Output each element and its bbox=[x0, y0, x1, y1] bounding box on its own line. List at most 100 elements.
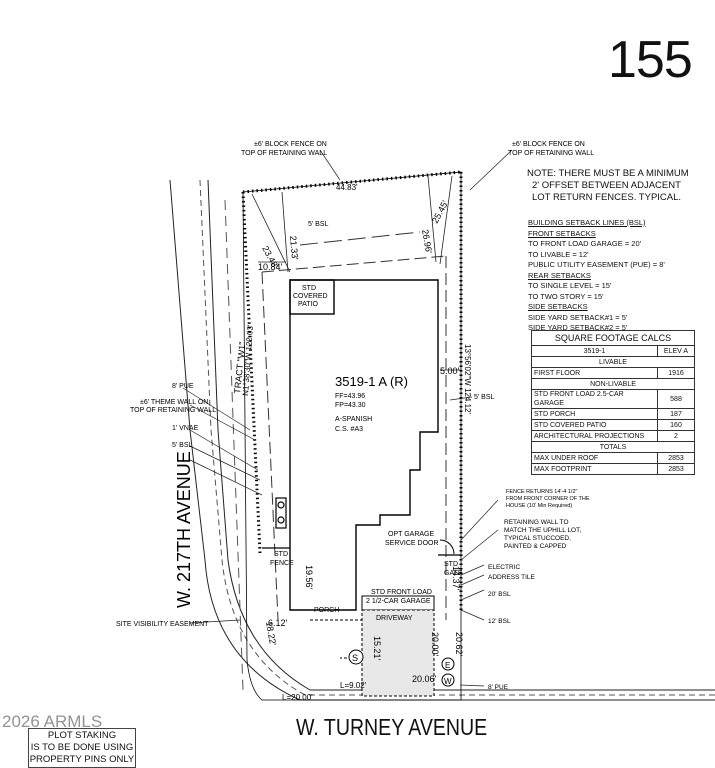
side-street-name: W. 217TH AVENUE bbox=[174, 451, 194, 608]
leader-lines bbox=[182, 149, 513, 687]
sqft-garage: STD FRONT LOAD 2.5-CAR GARAGE bbox=[531, 389, 658, 409]
dim-1521: 15.21' bbox=[372, 636, 382, 661]
block-fence-right-line2: TOP OF RETAINING WALL bbox=[508, 150, 594, 157]
vnae-label: 1' VNAE bbox=[172, 425, 199, 432]
patio-label-2: COVERED bbox=[293, 293, 328, 300]
house-ff: FF=43.96 bbox=[335, 393, 365, 400]
sqft-title: SQUARE FOOTAGE CALCS bbox=[531, 330, 695, 346]
house-plan-label: 3519-1 A (R) bbox=[335, 374, 408, 389]
std-fence-1: STD bbox=[274, 551, 288, 558]
std-gate-2: GATE bbox=[444, 570, 463, 577]
dim-2000: 20.00' bbox=[430, 632, 440, 657]
setback-rear-head: REAR SETBACKS bbox=[528, 270, 591, 280]
pue-8-bottom: 8' PUE bbox=[488, 684, 509, 691]
fence-returns-1: FENCE RETURNS 14'-4 1/2" bbox=[506, 489, 578, 495]
dim-2133: 21.33' bbox=[288, 235, 300, 260]
sqft-non-livable: NON-LIVABLE bbox=[531, 378, 695, 390]
sqft-patio-val: 160 bbox=[657, 419, 695, 431]
setback-title: BUILDING SETBACK LINES (BSL) bbox=[528, 218, 646, 227]
setback-rear-two: TO TWO STORY = 15' bbox=[528, 291, 604, 301]
sqft-garage-val: 588 bbox=[657, 389, 695, 409]
sqft-arch: ARCHITECTURAL PROJECTIONS bbox=[531, 430, 658, 442]
service-door-arc bbox=[439, 539, 455, 555]
sqft-elev: ELEV A bbox=[657, 345, 695, 357]
sqft-roof-val: 2853 bbox=[657, 452, 695, 464]
retaining-3: TYPICAL STUCCOED, bbox=[504, 535, 571, 542]
staking-stamp: PLOT STAKING IS TO BE DONE USING PROPERT… bbox=[28, 728, 136, 768]
service-door-2: SERVICE DOOR bbox=[385, 540, 439, 547]
sqft-porch: STD PORCH bbox=[531, 408, 658, 420]
fence-offset-note: NOTE: THERE MUST BE A MINIMUM 2' OFFSET … bbox=[527, 168, 689, 204]
retaining-1: RETAINING WALL TO bbox=[504, 519, 569, 526]
dim-2062: 20.62' bbox=[454, 632, 464, 657]
dim-1437: 14.37' bbox=[451, 566, 461, 591]
bsl-5-right: 5' BSL bbox=[474, 394, 495, 401]
bsl-20: 20' BSL bbox=[488, 591, 511, 598]
stamp-line-1: PLOT STAKING bbox=[47, 730, 117, 741]
setback-side-2: SIDE YARD SETBACK#2 = 5' bbox=[528, 323, 628, 332]
sqft-totals: TOTALS bbox=[531, 441, 695, 453]
bsl-5-left: 5' BSL bbox=[172, 442, 193, 449]
sqft-first-floor-val: 1916 bbox=[657, 367, 695, 379]
patio-label-1: STD bbox=[302, 285, 316, 292]
setback-side-head: SIDE SETBACKS bbox=[528, 302, 588, 311]
dim-2006: 20.06' bbox=[412, 674, 437, 684]
sqft-first-floor: FIRST FLOOR bbox=[531, 367, 658, 379]
block-fence-top-line1: ±6' BLOCK FENCE ON bbox=[254, 141, 327, 148]
setback-pue: PUBLIC UTILITY EASEMENT (PUE) = 8' bbox=[528, 260, 665, 269]
pue-8-label: 8' PUE bbox=[172, 383, 194, 390]
stamp-line-2: IS TO BE DONE USING bbox=[30, 742, 134, 753]
fence-returns-2: FROM FRONT CORNER OF THE bbox=[506, 496, 590, 502]
driveway-label: DRIVEWAY bbox=[376, 615, 413, 622]
dim-500: 5.00' bbox=[440, 366, 460, 376]
std-fence-2: FENCE bbox=[270, 560, 294, 567]
sqft-livable: LIVABLE bbox=[531, 356, 695, 368]
block-fence-top-line2: TOP OF RETAINING WALL bbox=[241, 150, 327, 157]
bsl-12: 12' BSL bbox=[488, 618, 511, 625]
sewer-marker-label: S bbox=[352, 653, 358, 663]
setback-front-garage: TO FRONT LOAD GARAGE = 20' bbox=[528, 239, 642, 248]
sqft-patio: STD COVERED PATIO bbox=[531, 419, 658, 431]
street-curb-lines bbox=[169, 179, 715, 701]
lot-boundary bbox=[241, 170, 463, 701]
dim-top: 44.83' bbox=[336, 183, 358, 192]
house-fp: FP=43.30 bbox=[335, 402, 366, 409]
house-style: A-SPANISH bbox=[335, 416, 372, 423]
patio-label-3: PATIO bbox=[298, 301, 319, 308]
sqft-porch-val: 187 bbox=[657, 408, 695, 420]
setback-lines bbox=[261, 231, 447, 621]
setback-front-livable: TO LIVABLE = 12' bbox=[528, 249, 589, 259]
theme-wall-1: ±6' THEME WALL ON bbox=[140, 399, 208, 406]
dim-2696: 26.96' bbox=[420, 229, 434, 255]
bsl-5-top: 5' BSL bbox=[308, 221, 329, 228]
note-line-2: 2' OFFSET BETWEEN ADJACENT bbox=[532, 180, 681, 191]
porch-label: PORCH bbox=[314, 607, 339, 614]
electric-label: ELECTRIC bbox=[488, 564, 520, 571]
retaining-2: MATCH THE UPHILL LOT, bbox=[504, 527, 581, 534]
block-fence-right-line1: ±6' BLOCK FENCE ON bbox=[512, 141, 585, 148]
lot-number: 155 bbox=[608, 31, 693, 89]
bearing-right: 13°56'02"W 124.12' bbox=[463, 344, 472, 415]
dim-1956: 19.56' bbox=[304, 565, 314, 590]
std-gate-1: STD bbox=[444, 561, 458, 568]
garage-label-2: 2 1/2-CAR GARAGE bbox=[366, 598, 431, 605]
dim-1084: 10.84' bbox=[258, 262, 283, 272]
note-line-1: NOTE: THERE MUST BE A MINIMUM bbox=[527, 168, 689, 179]
garage-driveway bbox=[310, 595, 435, 697]
electric-marker-label: E bbox=[445, 661, 450, 670]
house-footprint bbox=[289, 279, 439, 611]
address-label: ADDRESS TILE bbox=[488, 574, 536, 581]
retaining-4: PAINTED & CAPPED bbox=[504, 543, 567, 550]
arc-length-20: L=20.00' bbox=[282, 693, 313, 702]
theme-wall-2: TOP OF RETAINING WALL bbox=[130, 407, 216, 414]
sight-easement: SITE VISIBILITY EASEMENT bbox=[116, 621, 209, 628]
watermark: 2026 ARMLS bbox=[2, 712, 103, 731]
water-marker-label: W bbox=[444, 677, 452, 686]
top-dimension-lines bbox=[251, 175, 461, 371]
setback-legend: BUILDING SETBACK LINES (BSL) FRONT SETBA… bbox=[528, 218, 665, 334]
note-line-3: LOT RETURN FENCES. TYPICAL. bbox=[532, 192, 682, 203]
garage-label-1: STD FRONT LOAD bbox=[371, 589, 432, 596]
fence-returns-3: HOUSE (10' Min Required) bbox=[506, 503, 572, 509]
